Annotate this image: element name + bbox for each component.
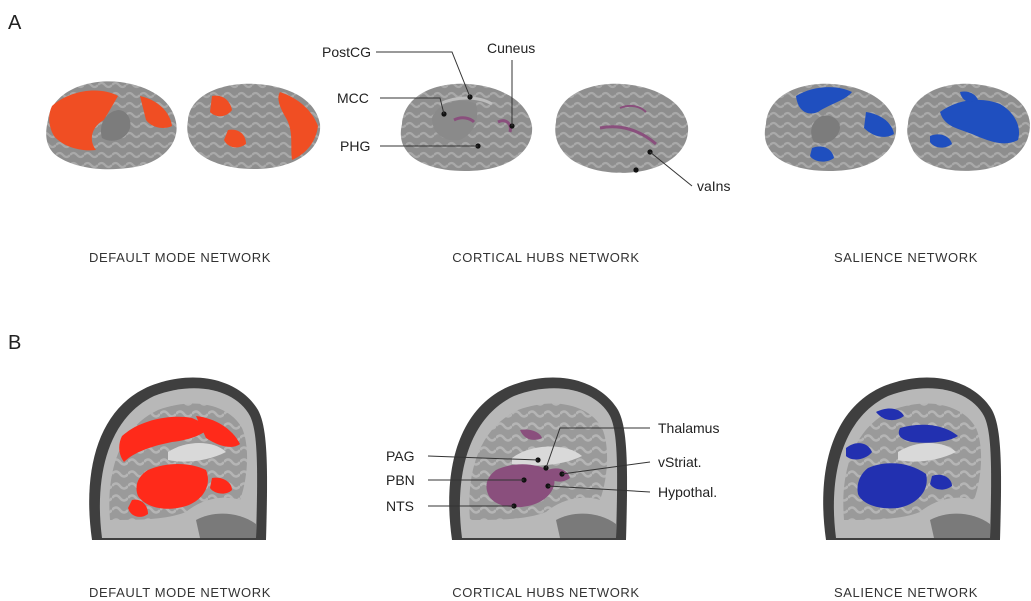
label-cuneus: Cuneus <box>487 40 535 56</box>
panel-b-default-sagittal <box>89 378 267 540</box>
label-thalamus: Thalamus <box>658 420 719 436</box>
panel-a-salience-medial-brain <box>765 84 896 171</box>
label-mcc: MCC <box>337 90 369 106</box>
label-nts: NTS <box>386 498 414 514</box>
caption-b-salience: SALIENCE NETWORK <box>776 585 1031 600</box>
panel-a-salience-lateral-brain <box>907 84 1030 171</box>
panel-b-hubs-sagittal <box>449 378 627 540</box>
caption-a-salience: SALIENCE NETWORK <box>776 250 1031 265</box>
panel-a-hubs-lateral-brain <box>555 84 688 173</box>
label-pbn: PBN <box>386 472 415 488</box>
label-postcg: PostCG <box>322 44 371 60</box>
caption-a-cortical-hubs: CORTICAL HUBS NETWORK <box>416 250 676 265</box>
label-phg: PHG <box>340 138 370 154</box>
label-pag: PAG <box>386 448 415 464</box>
panel-a-default-lateral-brain <box>187 84 320 169</box>
caption-b-cortical-hubs: CORTICAL HUBS NETWORK <box>416 585 676 600</box>
caption-a-default-mode: DEFAULT MODE NETWORK <box>50 250 310 265</box>
label-vains: vaIns <box>697 178 730 194</box>
panel-a-default-medial-brain <box>46 81 176 169</box>
panel-b-salience-sagittal <box>823 378 1001 540</box>
label-hypothal: Hypothal. <box>658 484 717 500</box>
caption-b-default-mode: DEFAULT MODE NETWORK <box>50 585 310 600</box>
label-vstriat: vStriat. <box>658 454 702 470</box>
